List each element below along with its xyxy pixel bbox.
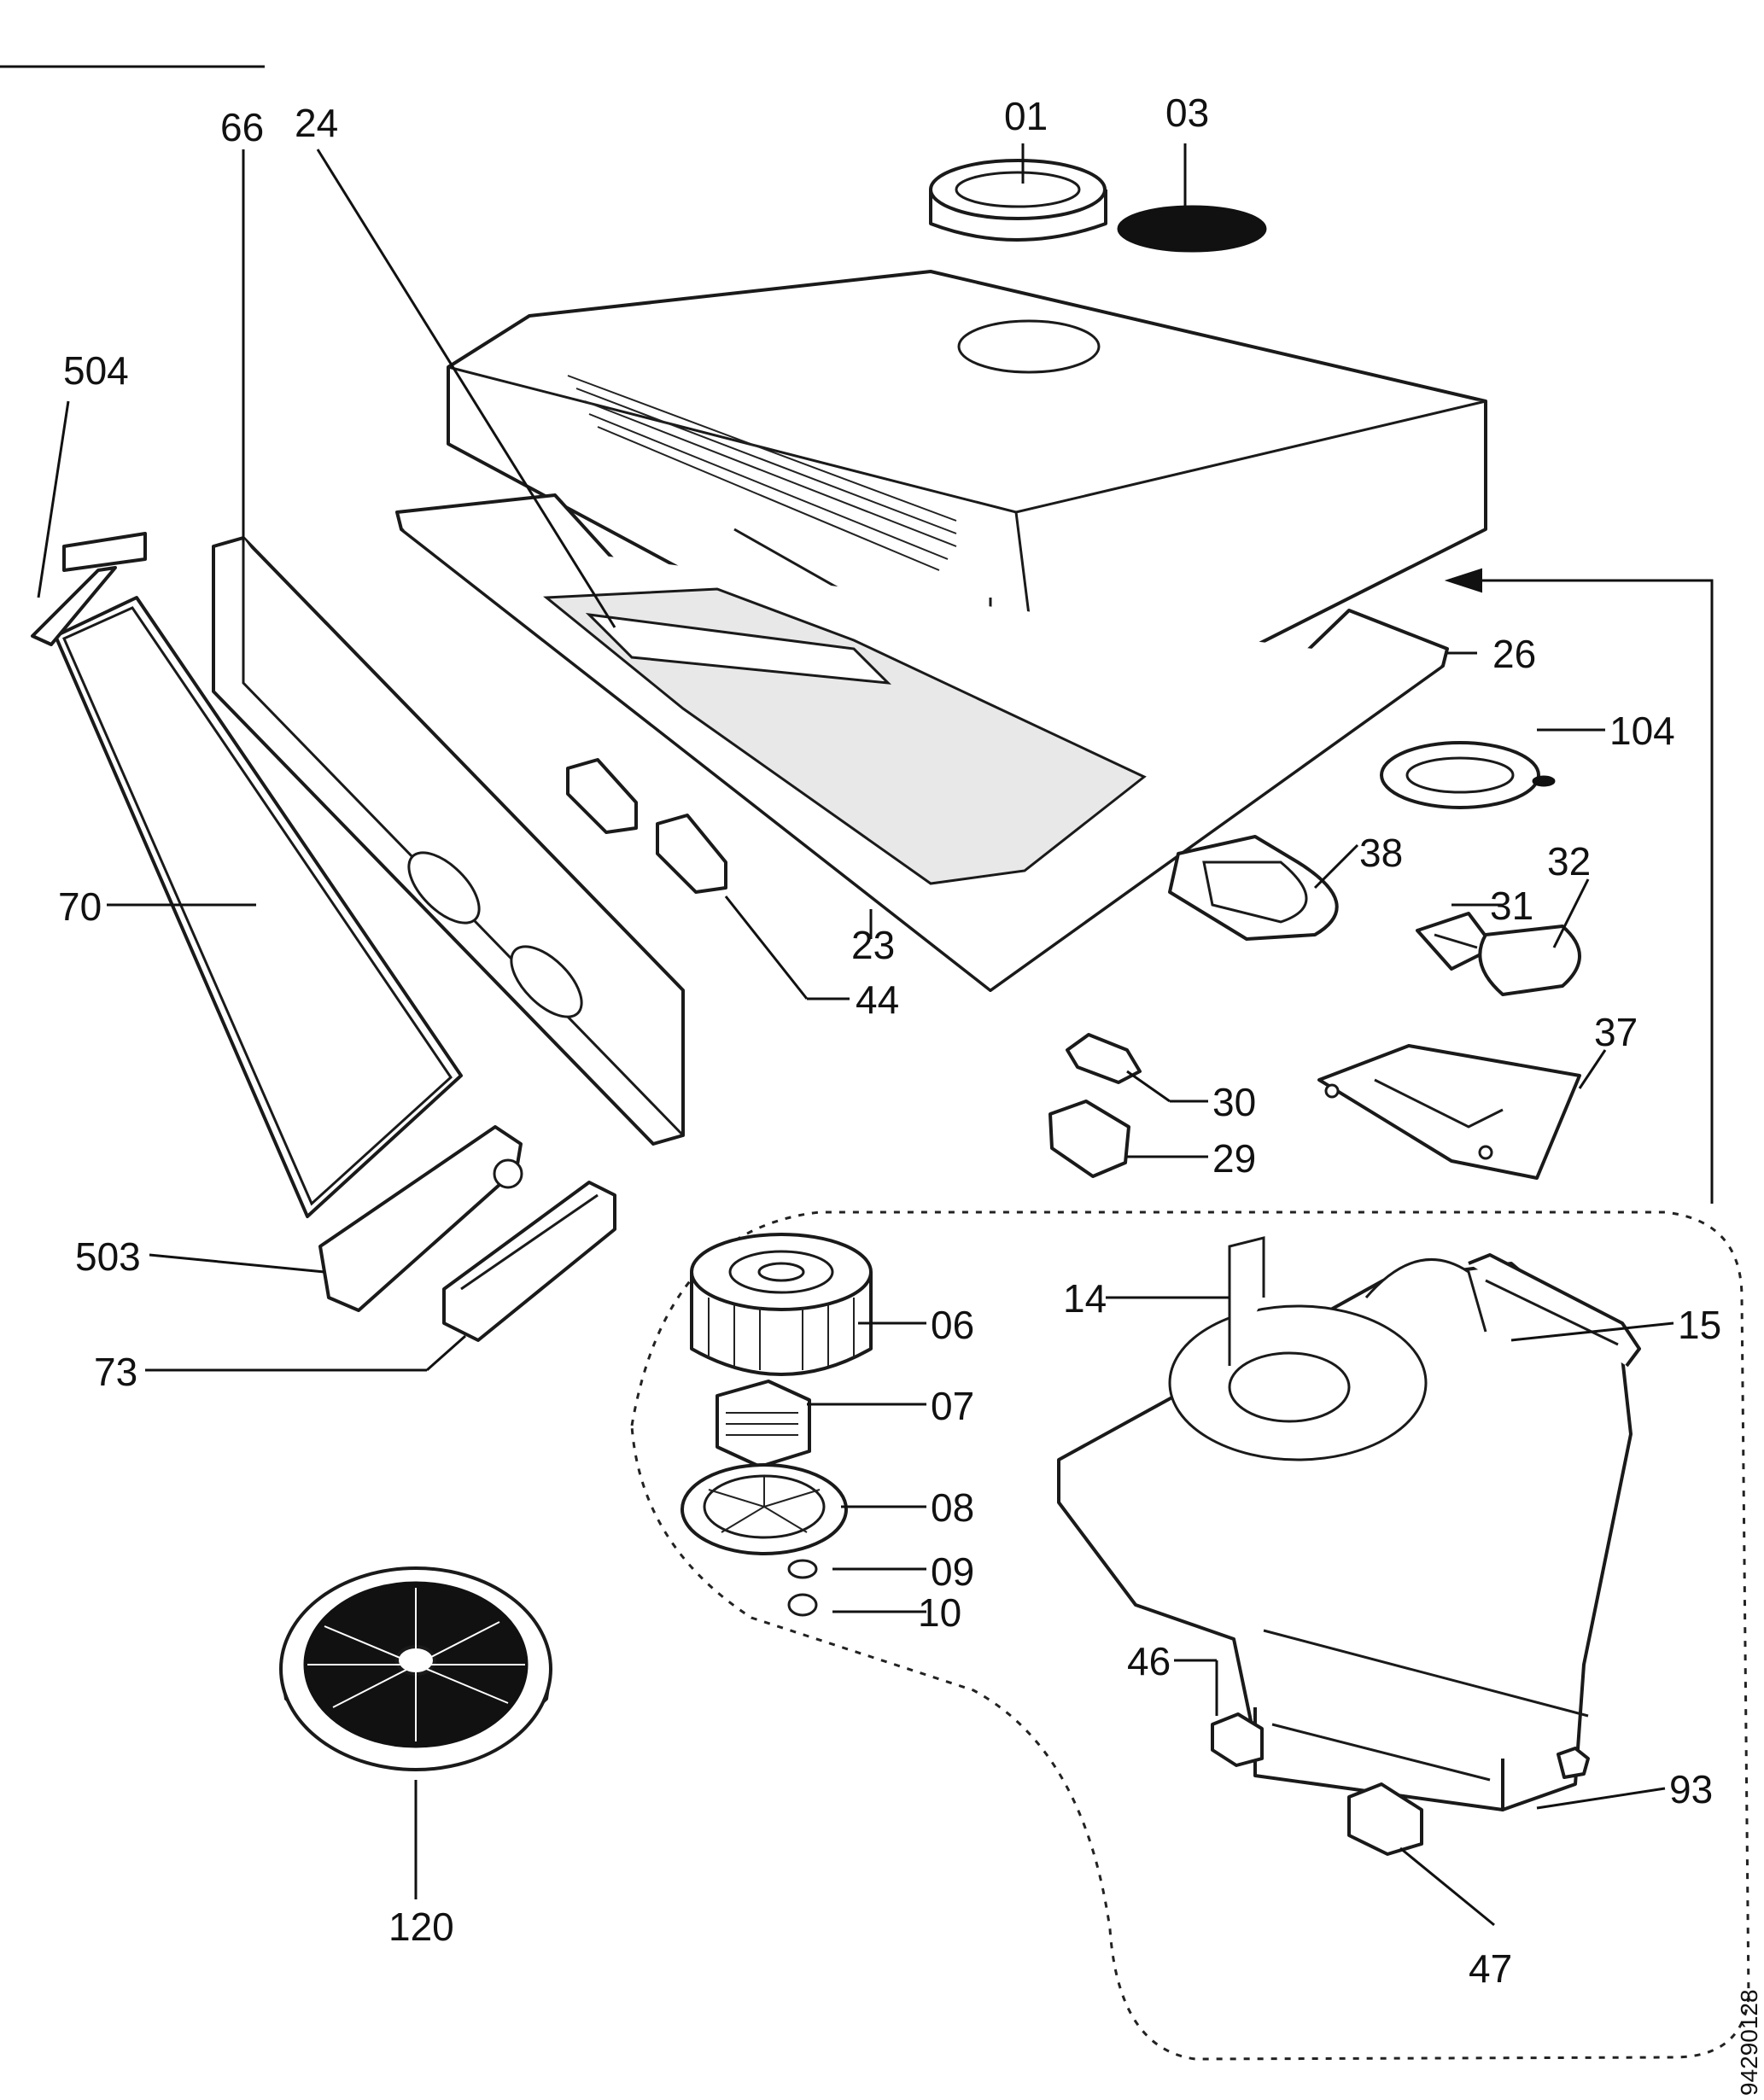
callout-08: 08 xyxy=(931,1485,974,1530)
part-front-panel-66 xyxy=(212,536,685,1146)
callout-26: 26 xyxy=(1492,632,1536,676)
leader-lines xyxy=(37,143,1714,1927)
callout-66: 66 xyxy=(220,105,264,149)
callout-labels: 01 03 66 24 504 26 104 38 32 31 23 44 70… xyxy=(58,90,1721,1991)
callout-01: 01 xyxy=(1004,94,1048,138)
callout-06: 06 xyxy=(931,1303,974,1347)
part-collar-01 xyxy=(929,159,1107,242)
callout-93: 93 xyxy=(1669,1767,1713,1811)
callout-47: 47 xyxy=(1469,1946,1512,1991)
callout-38: 38 xyxy=(1359,831,1403,875)
callout-24: 24 xyxy=(295,101,338,145)
callout-30: 30 xyxy=(1212,1080,1256,1124)
part-carbon-filter-120 xyxy=(279,1566,552,1771)
callout-15: 15 xyxy=(1678,1303,1721,1347)
callout-10: 10 xyxy=(918,1590,961,1635)
part-ring-10 xyxy=(787,1593,818,1617)
callout-14: 14 xyxy=(1063,1276,1107,1321)
part-lamp-lens-104 xyxy=(1380,741,1556,809)
motor-assembly-boundary xyxy=(630,1210,1750,2061)
part-capacitor-07 xyxy=(716,1380,811,1468)
callout-07: 07 xyxy=(931,1384,974,1428)
part-strip-24 xyxy=(585,612,892,685)
callout-120: 120 xyxy=(388,1905,454,1949)
vent-holes xyxy=(567,375,957,571)
callout-29: 29 xyxy=(1212,1136,1256,1181)
document-number: 94290128 xyxy=(1736,1989,1762,2096)
callout-503: 503 xyxy=(75,1234,141,1279)
callout-44: 44 xyxy=(856,977,899,1022)
part-cover-disc-03 xyxy=(1117,205,1267,253)
part-lamp-bracket-37 xyxy=(1317,1044,1581,1180)
part-lampholder-32 xyxy=(1478,925,1581,996)
part-terminal-29 xyxy=(1048,1100,1130,1178)
callout-104: 104 xyxy=(1609,709,1675,753)
part-ring-09 xyxy=(787,1559,818,1579)
part-duct-15 xyxy=(1468,1253,1641,1368)
callout-23: 23 xyxy=(851,923,895,967)
callout-32: 32 xyxy=(1547,839,1591,884)
part-bracket-503 xyxy=(318,1125,523,1312)
part-lamp-cover-38 xyxy=(1168,835,1339,941)
callout-70: 70 xyxy=(58,884,102,929)
part-control-box-73 xyxy=(442,1181,616,1342)
callout-31: 31 xyxy=(1490,884,1533,928)
part-clip-30 xyxy=(1066,1033,1142,1084)
callout-504: 504 xyxy=(63,348,129,393)
callout-46: 46 xyxy=(1127,1639,1171,1683)
callout-73: 73 xyxy=(94,1350,137,1394)
arrow-head xyxy=(1444,568,1482,593)
part-motor-06 xyxy=(690,1233,873,1376)
part-switch-44 xyxy=(566,758,727,894)
callout-03: 03 xyxy=(1165,90,1209,135)
part-fan-wheel-08 xyxy=(680,1463,848,1555)
part-connector-46 xyxy=(1211,1712,1264,1767)
part-connector-47 xyxy=(1347,1782,1423,1856)
part-bracket-504 xyxy=(31,532,147,646)
part-motor-housing-14 xyxy=(1057,1236,1633,1811)
part-glass-panel-70 xyxy=(54,596,463,1218)
callout-09: 09 xyxy=(931,1549,974,1594)
callout-37: 37 xyxy=(1594,1010,1638,1054)
